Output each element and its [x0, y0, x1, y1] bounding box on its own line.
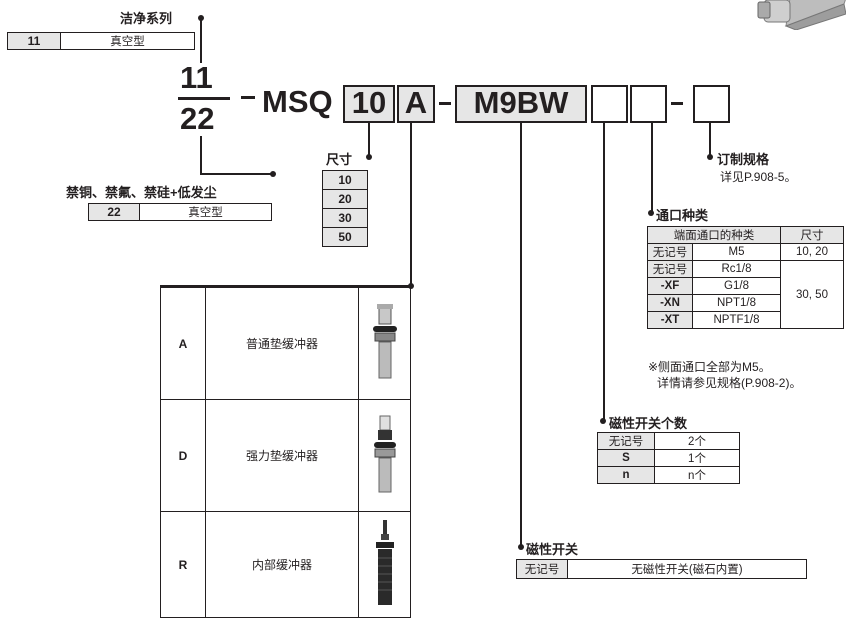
- port-dot: [648, 210, 654, 216]
- series-table: 11 真空型: [7, 32, 195, 50]
- prefix-divider: [178, 97, 230, 100]
- prefix-22: 22: [180, 101, 215, 136]
- model-code: MSQ: [262, 84, 333, 119]
- prefix-11: 11: [180, 60, 213, 95]
- cushion-code-r: R: [160, 511, 206, 618]
- copper-dot: [270, 171, 276, 177]
- dash-1: [241, 96, 255, 99]
- cushion-code-a: A: [160, 287, 206, 400]
- cushion-image-r: [358, 511, 411, 618]
- dash-3: [671, 102, 683, 105]
- switch-code-box: M9BW: [455, 85, 587, 123]
- copper-table: 22 真空型: [88, 203, 272, 221]
- port-note-2: 详情请参见规格(P.908-2)。: [657, 376, 802, 390]
- size-code-box: 10: [343, 85, 395, 123]
- port-box: [630, 85, 667, 123]
- switch-dot: [518, 544, 524, 550]
- port-note-1: ※侧面通口全部为M5。: [648, 360, 771, 374]
- cushion-code-d: D: [160, 399, 206, 512]
- custom-note: 详见P.908-5。: [720, 170, 797, 184]
- switch-table: 无记号 无磁性开关(磁石内置): [516, 559, 807, 579]
- count-dot: [600, 418, 606, 424]
- cushion-code-box: A: [397, 85, 435, 123]
- product-photo: [756, 0, 846, 30]
- internal-stopper-icon: [375, 520, 394, 605]
- port-label: 通口种类: [656, 208, 709, 223]
- count-label: 磁性开关个数: [609, 416, 688, 431]
- cushion-image-d: [358, 399, 411, 512]
- cushion-name-d: 强力垫缓冲器: [205, 399, 359, 512]
- dash-2: [439, 102, 451, 105]
- standard-stopper-icon: [372, 304, 397, 379]
- cushion-name-r: 内部缓冲器: [205, 511, 359, 618]
- cushion-image-a: [358, 287, 411, 400]
- size-table: 10 20 30 50: [322, 170, 368, 247]
- switch-label: 磁性开关: [526, 542, 579, 557]
- port-table: 端面通口的种类 尺寸 无记号 M5 10, 20 无记号 Rc1/8 30, 5…: [647, 226, 844, 329]
- custom-label: 订制规格: [717, 152, 770, 167]
- copper-label: 禁铜、禁氟、禁硅+低发尘: [66, 185, 217, 200]
- custom-dot: [707, 154, 713, 160]
- cushion-table: A 普通垫缓冲器 D 强力垫缓冲器 R 内部缓冲器: [160, 287, 411, 618]
- heavy-stopper-icon: [373, 415, 396, 493]
- cushion-name-a: 普通垫缓冲器: [205, 287, 359, 400]
- cushion-dot: [408, 283, 414, 289]
- series-label: 洁净系列: [120, 11, 173, 26]
- custom-box: [693, 85, 730, 123]
- size-label: 尺寸: [326, 152, 353, 167]
- count-box: [591, 85, 628, 123]
- size-dot: [366, 154, 372, 160]
